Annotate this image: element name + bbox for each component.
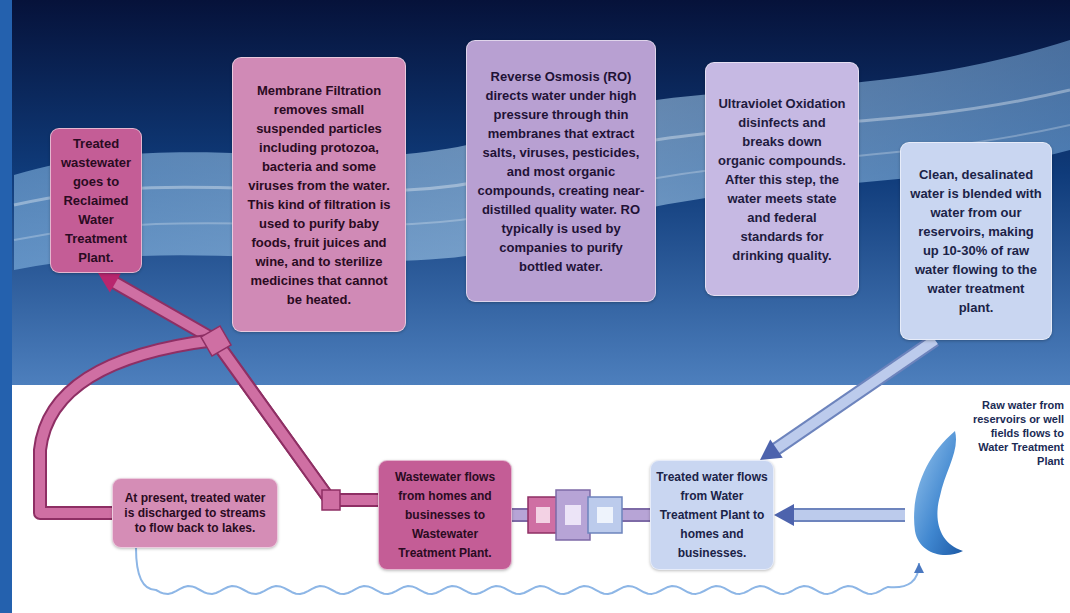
junction-icon [528,490,622,540]
box-text: Treated wastewater goes to Reclaimed Wat… [55,134,137,267]
box-text: Treated water flows from Water Treatment… [656,468,768,563]
box-text: Membrane Filtration removes small suspen… [241,81,397,309]
arrow-head [760,440,783,460]
pipe-connector [760,340,935,460]
process-box: Clean, desalinated water is blended with… [900,142,1052,340]
process-box: At present, treated water is discharged … [112,478,278,548]
process-box: Reverse Osmosis (RO) directs water under… [466,40,656,302]
pipe-connector [136,548,924,594]
process-box: Wastewater flows from homes and business… [378,460,512,570]
process-box: Ultraviolet Oxidation disinfects and bre… [705,62,859,296]
pipe-body [136,548,919,594]
process-box: Membrane Filtration removes small suspen… [232,57,406,332]
pipe-body [773,340,935,451]
edge-strip [0,0,12,613]
arrow-head [914,563,924,573]
arrow-head [774,504,794,526]
box-text: Wastewater flows from homes and business… [384,468,506,563]
process-box: Treated wastewater goes to Reclaimed Wat… [50,128,142,273]
process-box: Treated water flows from Water Treatment… [650,460,774,570]
pipe-outline [790,508,905,522]
box-text: At present, treated water is discharged … [118,491,272,536]
box-text: Raw water from reservoirs or well fields… [963,398,1064,468]
reservoir-shape [905,426,965,561]
pipe-connector [774,504,905,526]
reservoir-node: Raw water from reservoirs or well fields… [905,398,1068,563]
box-text: Reverse Osmosis (RO) directs water under… [477,67,645,276]
lake-outline [914,431,963,555]
arrow-head [98,273,121,292]
box-text: Clean, desalinated water is blended with… [909,165,1043,317]
pipe-collar [201,326,231,356]
sky-panel [0,0,1070,385]
pipe-body [790,510,905,520]
pipe-outline [773,340,935,451]
pipe-collar [322,490,340,510]
box-text: Ultraviolet Oxidation disinfects and bre… [718,94,846,265]
